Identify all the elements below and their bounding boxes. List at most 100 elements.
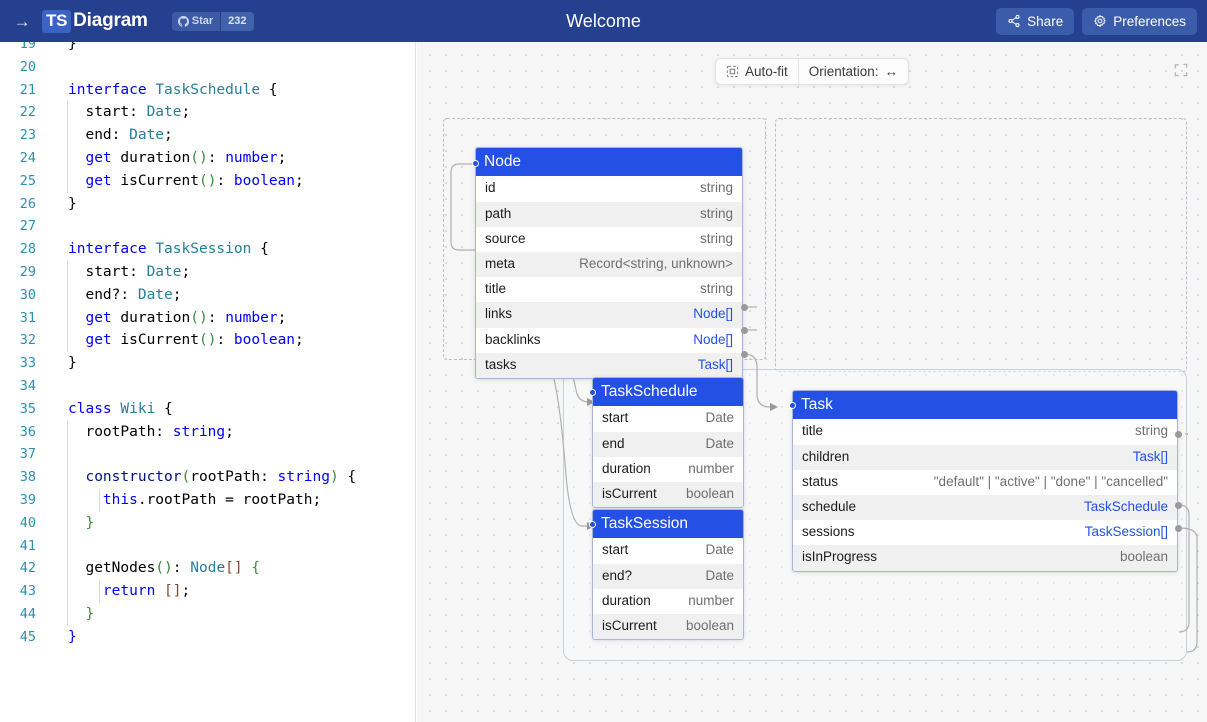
code-line[interactable]: 22 start: Date; bbox=[0, 101, 415, 124]
code-line[interactable]: 45} bbox=[0, 626, 415, 649]
entity-field-type[interactable]: Task[] bbox=[1132, 448, 1168, 464]
code-line[interactable]: 38 constructor(rootPath: string) { bbox=[0, 466, 415, 489]
line-content bbox=[46, 534, 68, 558]
entity-field-type[interactable]: TaskSession[] bbox=[1084, 524, 1168, 540]
preferences-button[interactable]: Preferences bbox=[1082, 7, 1197, 35]
code-line[interactable]: 30 end?: Date; bbox=[0, 283, 415, 307]
line-number: 23 bbox=[19, 127, 36, 144]
line-content bbox=[46, 443, 68, 466]
entity-field-type: string bbox=[699, 205, 733, 221]
orientation-value: ↔ bbox=[884, 64, 899, 79]
entity-row[interactable]: status"default" | "active" | "done" | "c… bbox=[793, 469, 1177, 496]
github-star-badge[interactable]: Star 232 bbox=[171, 11, 254, 31]
github-star-button[interactable]: Star bbox=[171, 11, 221, 31]
entity-field-type: boolean bbox=[685, 618, 734, 634]
code-line[interactable]: 40 } bbox=[0, 511, 415, 535]
line-number: 36 bbox=[19, 423, 36, 440]
entity-field-type[interactable]: Node[] bbox=[693, 306, 733, 322]
arrow-right-icon[interactable]: → bbox=[13, 11, 31, 31]
line-content: this.rootPath = rootPath; bbox=[46, 488, 321, 512]
code-line[interactable]: 29 start: Date; bbox=[0, 260, 415, 284]
code-line[interactable]: 31 get duration(): number; bbox=[0, 306, 415, 330]
code-line[interactable]: 32 get isCurrent(): boolean; bbox=[0, 329, 415, 352]
line-content: constructor(rootPath: string) { bbox=[46, 466, 356, 489]
code-line[interactable]: 20 bbox=[0, 56, 415, 79]
entity-field-type: number bbox=[688, 592, 734, 608]
gear-icon bbox=[1094, 15, 1106, 27]
code-line[interactable]: 33} bbox=[0, 352, 415, 375]
share-button[interactable]: Share bbox=[996, 7, 1075, 35]
entity-field-name: isInProgress bbox=[802, 549, 878, 565]
auto-fit-button[interactable]: Auto-fit bbox=[716, 59, 798, 84]
entity-row[interactable]: end?Date bbox=[593, 563, 743, 589]
code-line[interactable]: 24 get duration(): number; bbox=[0, 146, 415, 170]
code-line[interactable]: 41 bbox=[0, 534, 415, 558]
code-line[interactable]: 37 bbox=[0, 443, 415, 466]
header-actions: Share Preferences bbox=[996, 7, 1207, 35]
line-number: 34 bbox=[19, 377, 36, 394]
header-left-group: → TS Diagram Star 232 bbox=[0, 9, 254, 33]
entity-field-name: meta bbox=[485, 256, 516, 272]
code-line[interactable]: 42 getNodes(): Node[] { bbox=[0, 557, 415, 580]
line-number: 24 bbox=[19, 149, 36, 166]
code-line[interactable]: 39 this.rootPath = rootPath; bbox=[0, 488, 415, 512]
entity-title: Task bbox=[793, 391, 1177, 420]
code-line[interactable]: 23 end: Date; bbox=[0, 124, 415, 147]
orientation-button[interactable]: Orientation: ↔ bbox=[799, 59, 908, 84]
code-line[interactable]: 34 bbox=[0, 375, 415, 398]
entity-field-type[interactable]: TaskSchedule bbox=[1083, 499, 1168, 515]
code-line[interactable]: 26} bbox=[0, 193, 415, 216]
diagram-pane[interactable]: Auto-fit Orientation: ↔ bbox=[417, 42, 1207, 722]
code-line[interactable]: 27 bbox=[0, 215, 415, 238]
entity-field-type[interactable]: Node[] bbox=[693, 331, 733, 347]
share-label: Share bbox=[1027, 13, 1064, 29]
code-line[interactable]: 44 } bbox=[0, 602, 415, 626]
line-content bbox=[46, 215, 68, 238]
code-line[interactable]: 36 rootPath: string; bbox=[0, 420, 415, 444]
line-content: get duration(): number; bbox=[46, 306, 286, 330]
entity-field-type: Date bbox=[705, 567, 734, 583]
fullscreen-button[interactable] bbox=[1169, 58, 1193, 82]
entity-field-name: end bbox=[602, 435, 625, 451]
brand-logo[interactable]: TS Diagram bbox=[42, 9, 148, 33]
entity-field-type[interactable]: Task[] bbox=[697, 356, 733, 372]
line-content: } bbox=[46, 511, 94, 535]
port-in-taskschedule bbox=[589, 389, 596, 396]
line-number: 31 bbox=[19, 309, 36, 326]
code-line[interactable]: 25 get isCurrent(): boolean; bbox=[0, 169, 415, 193]
entity-field-name: start bbox=[602, 410, 629, 426]
line-content bbox=[46, 375, 68, 398]
line-number: 37 bbox=[19, 446, 36, 463]
code-line[interactable]: 43 return []; bbox=[0, 580, 415, 603]
